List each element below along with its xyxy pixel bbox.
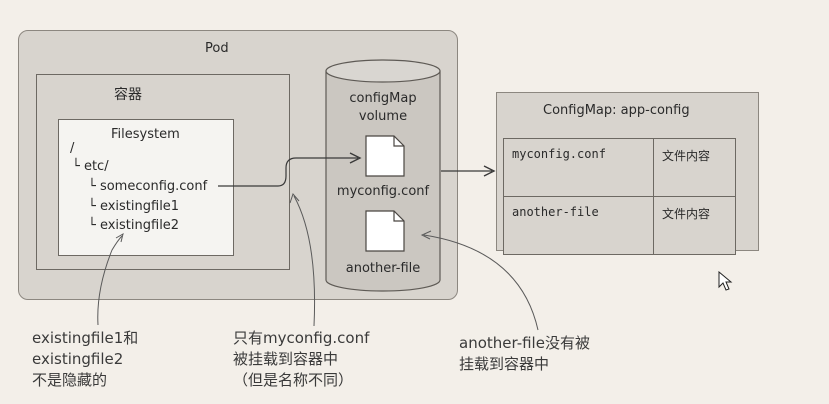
volume-file-myconfig-label: myconfig.conf	[336, 184, 430, 199]
callout-right	[420, 230, 539, 331]
note-middle-line: 只有myconfig.conf	[233, 329, 370, 347]
note-left: existingfile1和 existingfile2 不是隐藏的	[32, 328, 138, 391]
callout-middle	[289, 193, 316, 327]
fs-root: /	[70, 141, 75, 156]
note-left-line: existingfile1和	[32, 329, 139, 347]
configmap-volume-cylinder	[325, 59, 441, 292]
configmap-key: another-file	[503, 196, 654, 255]
table-row: another-file 文件内容	[503, 196, 736, 255]
callout-left	[97, 232, 124, 326]
table-row: myconfig.conf 文件内容	[503, 138, 736, 197]
configmap-arrow	[441, 165, 496, 177]
note-left-line: 不是隐藏的	[32, 371, 108, 389]
configmap-table: myconfig.conf 文件内容 another-file 文件内容	[503, 138, 736, 255]
note-right-line: 挂载到容器中	[459, 355, 550, 373]
filesystem-box	[58, 119, 234, 256]
volume-file-another-label: another-file	[345, 261, 421, 276]
note-middle-line: （但是名称不同）	[233, 371, 354, 389]
configmap-value: 文件内容	[653, 196, 736, 255]
mount-arrow	[218, 152, 362, 187]
filesystem-title: Filesystem	[111, 127, 180, 142]
volume-title-line1: configMap	[349, 91, 417, 106]
fs-file-existingfile2: └ existingfile2	[88, 218, 180, 233]
pod-title: Pod	[205, 41, 229, 56]
configmap-title: ConfigMap: app-config	[543, 103, 690, 118]
configmap-key: myconfig.conf	[503, 138, 654, 197]
container-title: 容器	[114, 87, 142, 103]
volume-title-line2: volume	[358, 109, 408, 124]
mouse-cursor-icon	[718, 271, 733, 291]
myconfig-file-icon	[365, 135, 405, 177]
fs-etc-folder: └ etc/	[72, 159, 109, 174]
another-file-icon	[365, 210, 405, 252]
note-middle: 只有myconfig.conf 被挂载到容器中 （但是名称不同）	[233, 328, 369, 391]
note-middle-line: 被挂载到容器中	[233, 350, 339, 368]
note-right: another-file没有被 挂载到容器中	[459, 333, 590, 375]
fs-file-existingfile1: └ existingfile1	[88, 199, 180, 214]
note-left-line: existingfile2	[32, 350, 124, 368]
fs-file-someconfig: └ someconfig.conf	[88, 179, 208, 194]
note-right-line: another-file没有被	[459, 334, 590, 352]
configmap-value: 文件内容	[653, 138, 736, 197]
